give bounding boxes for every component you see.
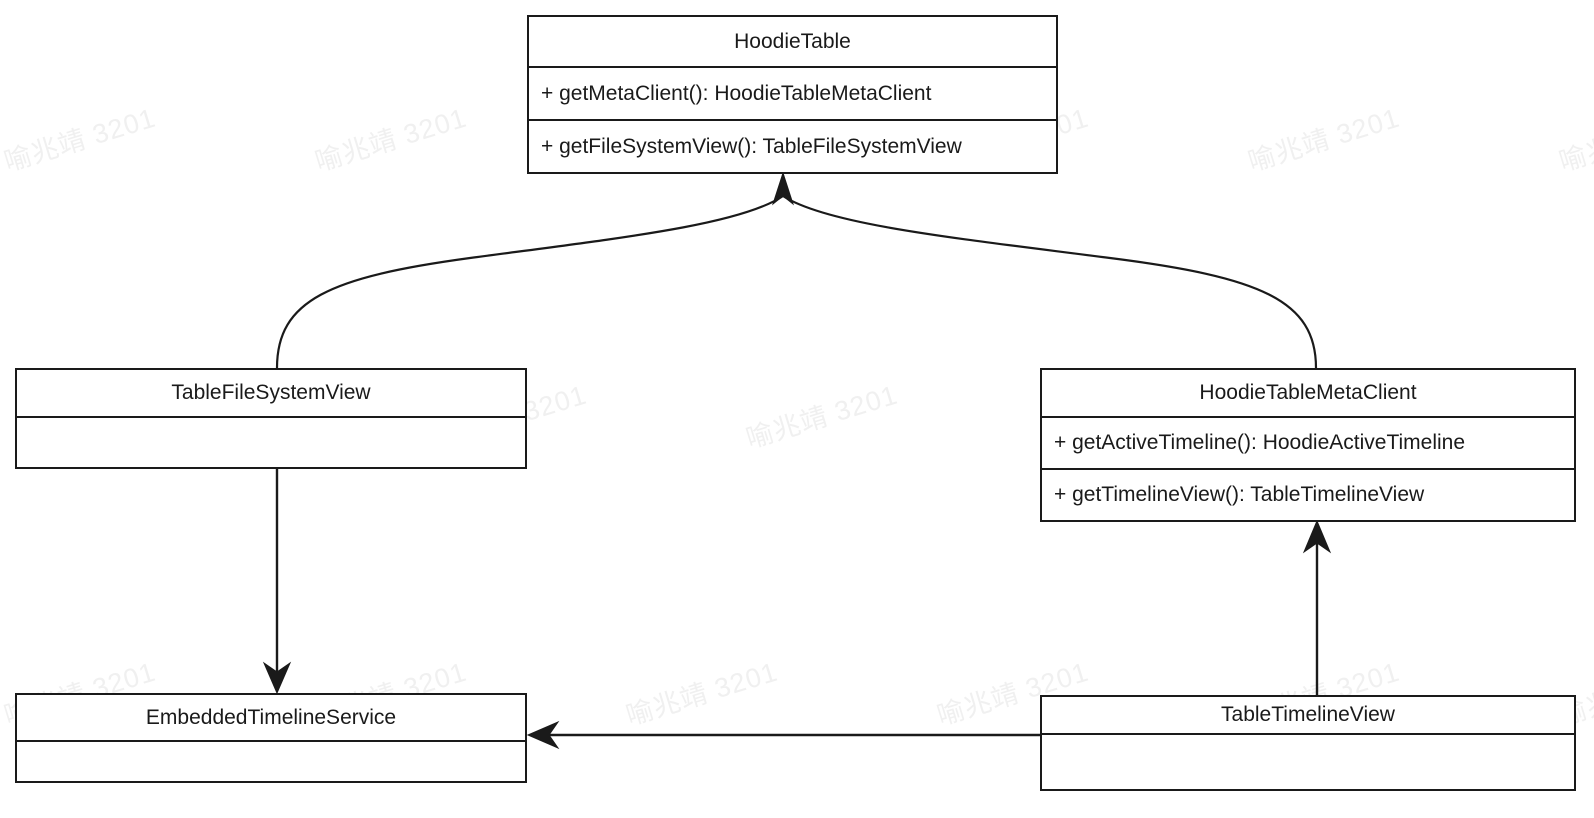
edge-table-file-system-view-to-hoodie-table: [275, 195, 784, 369]
class-members-table-timeline-view: [1042, 735, 1574, 789]
class-member-row: [17, 418, 525, 467]
class-member-row: + getActiveTimeline(): HoodieActiveTimel…: [1054, 431, 1466, 454]
class-title-table-timeline-view: TableTimelineView: [1042, 697, 1574, 735]
class-member-row: [1042, 735, 1574, 789]
arrowhead-into-hoodie-table: [772, 171, 794, 206]
arrowhead-into-embedded-timeline-service-top: [262, 661, 292, 695]
class-title-table-file-system-view: TableFileSystemView: [17, 370, 525, 418]
class-box-table-timeline-view[interactable]: TableTimelineView: [1040, 695, 1576, 791]
class-member-row: + getTimelineView(): TableTimelineView: [1042, 468, 1574, 520]
class-member-row: [17, 742, 525, 781]
class-title-embedded-timeline-service: EmbeddedTimelineService: [17, 695, 525, 742]
class-member-row: + getFileSystemView(): TableFileSystemVi…: [529, 119, 1056, 172]
class-title-hoodie-table-meta-client: HoodieTableMetaClient: [1042, 370, 1574, 418]
arrowhead-into-embedded-timeline-service-right: [526, 720, 560, 750]
class-members-embedded-timeline-service: [17, 742, 525, 781]
class-box-hoodie-table[interactable]: HoodieTable + getMetaClient(): HoodieTab…: [527, 15, 1058, 174]
class-title-hoodie-table: HoodieTable: [529, 17, 1056, 68]
class-box-table-file-system-view[interactable]: TableFileSystemView: [15, 368, 527, 469]
class-member-row: + getMetaClient(): HoodieTableMetaClient: [541, 81, 932, 105]
edge-hoodie-table-meta-client-to-hoodie-table: [782, 195, 1318, 369]
class-box-embedded-timeline-service[interactable]: EmbeddedTimelineService: [15, 693, 527, 783]
class-box-hoodie-table-meta-client[interactable]: HoodieTableMetaClient + getActiveTimelin…: [1040, 368, 1576, 522]
class-members-table-file-system-view: [17, 418, 525, 467]
class-members-hoodie-table-meta-client: + getActiveTimeline(): HoodieActiveTimel…: [1042, 418, 1574, 520]
arrowhead-into-hoodie-table-meta-client: [1302, 519, 1332, 554]
class-members-hoodie-table: + getMetaClient(): HoodieTableMetaClient…: [529, 68, 1056, 172]
